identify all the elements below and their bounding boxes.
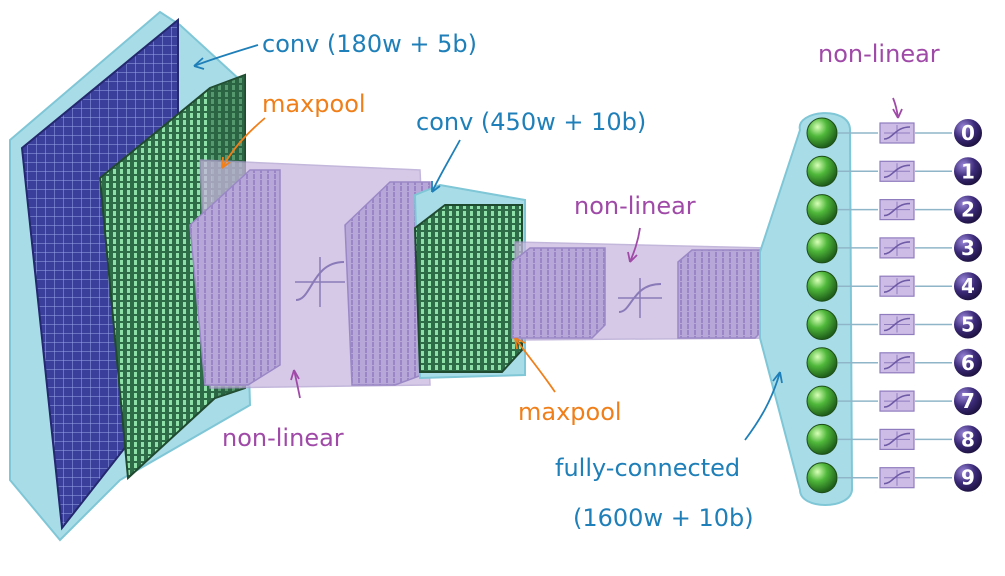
sigmoid-icon xyxy=(879,237,915,259)
fc-neuron xyxy=(806,232,838,264)
fc-neuron xyxy=(806,309,838,340)
fc-neuron xyxy=(806,462,838,494)
sigmoid-symbol-2 xyxy=(618,278,662,318)
output-class-label: 3 xyxy=(961,236,975,260)
output-row: 4 xyxy=(806,270,984,303)
sigmoid-icon xyxy=(879,160,915,182)
sigmoid-icon xyxy=(879,275,915,297)
output-row: 6 xyxy=(806,346,984,379)
sigmoid-icon xyxy=(879,199,915,221)
fc-neuron xyxy=(806,423,838,455)
nonlinear-mid-label: non-linear xyxy=(574,192,696,220)
fc-neuron xyxy=(806,385,838,417)
callout-arrows xyxy=(193,44,903,441)
output-class-circle xyxy=(952,231,984,264)
output-class-circle xyxy=(952,193,984,226)
output-class-circle xyxy=(952,308,984,341)
output-class-label: 4 xyxy=(961,274,975,298)
fc-neuron xyxy=(806,117,838,149)
output-class-circle xyxy=(952,270,984,303)
output-row: 5 xyxy=(806,308,984,341)
conv2-feature-block xyxy=(413,204,523,373)
nonlinear-bottom-label: non-linear xyxy=(222,424,344,452)
conv1-label: conv (180w + 5b) xyxy=(262,30,477,58)
output-class-label: 0 xyxy=(961,121,975,145)
fc-label-line1: fully-connected xyxy=(555,454,740,482)
output-class-circle xyxy=(952,155,984,188)
fc-neuron xyxy=(806,347,838,379)
sigmoid-icon xyxy=(879,390,915,412)
output-class-label: 9 xyxy=(961,466,975,490)
maxpool1-block xyxy=(189,169,281,386)
maxpool2-block xyxy=(511,247,606,339)
conv2-label: conv (450w + 10b) xyxy=(416,108,646,136)
output-class-label: 2 xyxy=(961,198,975,222)
nonlinear-block-2 xyxy=(677,249,769,339)
output-class-circle xyxy=(952,346,984,379)
maxpool2-label: maxpool xyxy=(518,398,622,426)
fc-label-line2: (1600w + 10b) xyxy=(573,504,754,532)
output-class-label: 5 xyxy=(961,313,975,337)
nonlinear-top-label: non-linear xyxy=(818,40,940,68)
sigmoid-icon xyxy=(879,467,915,489)
output-row: 8 xyxy=(806,423,984,456)
output-row: 0 xyxy=(806,117,984,149)
output-row: 3 xyxy=(806,231,984,264)
sigmoid-icon xyxy=(879,122,915,144)
maxpool1-label: maxpool xyxy=(262,90,366,118)
sigmoid-icon xyxy=(879,352,915,374)
output-class-label: 8 xyxy=(961,427,975,451)
output-class-circle xyxy=(952,461,984,494)
output-class-circle xyxy=(952,117,984,149)
output-class-label: 6 xyxy=(961,351,975,375)
output-row: 9 xyxy=(806,461,984,494)
sigmoid-icon xyxy=(879,313,915,336)
output-class-circle xyxy=(952,385,984,418)
fc-neuron xyxy=(806,270,838,302)
output-row: 2 xyxy=(806,193,984,226)
output-class-label: 7 xyxy=(961,389,975,413)
output-row: 7 xyxy=(806,385,984,418)
output-column: 0 1 2 3 4 5 6 7 8 9 xyxy=(806,117,984,494)
fc-neuron xyxy=(806,194,838,226)
fc-neuron xyxy=(806,155,838,187)
output-class-label: 1 xyxy=(961,159,975,183)
sigmoid-symbol-1 xyxy=(295,257,345,307)
sigmoid-icon xyxy=(879,428,915,450)
output-class-circle xyxy=(952,423,984,456)
output-row: 1 xyxy=(806,155,984,188)
